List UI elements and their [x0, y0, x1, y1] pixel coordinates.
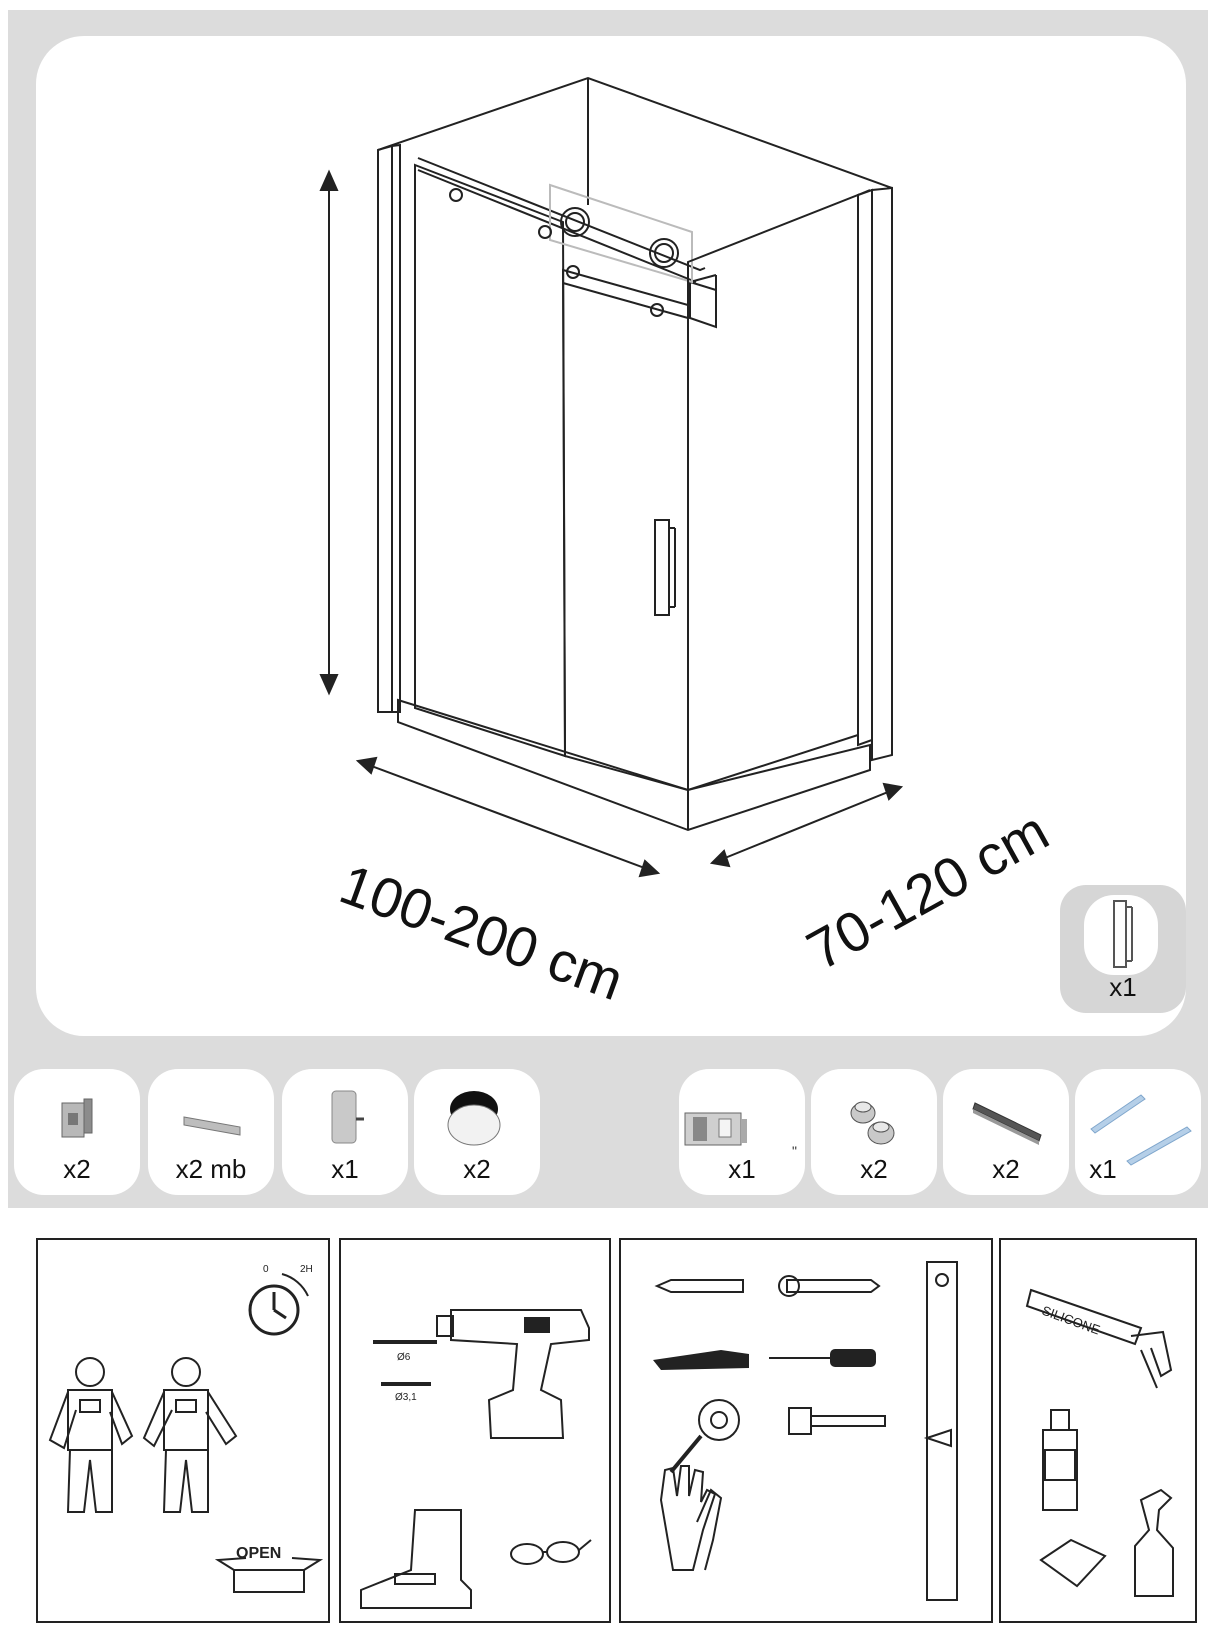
profile-strip-icon — [183, 1116, 241, 1136]
work-gloves-icon — [659, 1465, 723, 1571]
solvent-bottle-icon — [1042, 1409, 1078, 1511]
installers-illustration: 0 2H OPEN — [48, 1264, 324, 1593]
worker-icon — [142, 1357, 238, 1513]
silicone-gun-icon — [1025, 1288, 1173, 1389]
aluminium-profile-icon — [972, 1102, 1042, 1145]
part-quantity: x2 mb — [175, 1154, 247, 1184]
open-box-icon — [214, 1557, 324, 1593]
safety-glasses-icon — [510, 1539, 592, 1565]
part-card: x1 — [679, 1069, 805, 1195]
part-quantity: x1 — [331, 1154, 359, 1184]
spray-bottle-icon — [1134, 1488, 1174, 1597]
seal-strip-icon — [1090, 1094, 1192, 1166]
materials-illustration: SILICONE — [1025, 1288, 1174, 1597]
materials-panel: SILICONE — [999, 1238, 1197, 1623]
stray-mark: " — [792, 1143, 797, 1159]
hand-tools-panel — [619, 1238, 993, 1623]
part-quantity: x1 — [1089, 1154, 1117, 1184]
stopper-knob-icon — [850, 1101, 895, 1145]
power-tools-panel: Ø6 Ø3,1 — [339, 1238, 611, 1623]
part-quantity: x2 — [63, 1154, 91, 1184]
pencil-icon — [654, 1279, 744, 1293]
product-diagram-card: 100-200 cm 70-120 cm — [36, 36, 1186, 1036]
timer-end-label: 2H — [300, 1264, 313, 1275]
power-tools-illustration: Ø6 Ø3,1 — [360, 1309, 592, 1609]
part-card: x2 — [943, 1069, 1069, 1195]
power-drill-icon — [436, 1309, 590, 1439]
safety-boot-icon — [360, 1509, 472, 1609]
door-handle-icon — [1084, 895, 1158, 975]
shower-enclosure-drawing — [319, 76, 904, 878]
part-card: x2 — [811, 1069, 937, 1195]
spirit-level-icon — [923, 1261, 958, 1601]
glass-clamp-icon — [684, 1112, 747, 1146]
part-card: x2 mb — [148, 1069, 274, 1195]
cloth-icon — [1039, 1538, 1107, 1588]
timer-start-label: 0 — [263, 1264, 269, 1275]
part-quantity: x2 — [463, 1154, 491, 1184]
tape-measure-icon — [669, 1399, 740, 1474]
screwdriver-icon — [769, 1349, 876, 1367]
utility-knife-icon — [653, 1350, 749, 1370]
timer-icon — [248, 1273, 309, 1336]
part-card: x2 — [414, 1069, 540, 1195]
part-card: x2 — [14, 1069, 140, 1195]
handle-part-card: x1 — [1060, 885, 1186, 1013]
roller-wheel-icon — [447, 1091, 501, 1146]
part-card: x1 — [1075, 1069, 1201, 1195]
worker-icon — [48, 1357, 134, 1513]
part-quantity: x2 — [992, 1154, 1020, 1184]
silicone-label: SILICONE — [1040, 1303, 1102, 1338]
drill-bit-3-label: Ø3,1 — [395, 1392, 417, 1403]
open-label: OPEN — [236, 1545, 281, 1562]
wrench-icon — [778, 1275, 881, 1297]
handle-quantity: x1 — [1109, 972, 1137, 1002]
wall-bracket-icon — [61, 1098, 93, 1138]
stabilizer-bar-icon — [331, 1090, 364, 1144]
hand-tools-illustration — [653, 1261, 958, 1601]
part-quantity: x2 — [860, 1154, 888, 1184]
drill-bit-6-label: Ø6 — [397, 1352, 411, 1363]
rubber-mallet-icon — [788, 1407, 886, 1435]
drill-bit-icon — [373, 1340, 437, 1386]
installers-panel: 0 2H OPEN — [36, 1238, 330, 1623]
part-card: x1 — [282, 1069, 408, 1195]
part-quantity: x1 — [728, 1154, 756, 1184]
